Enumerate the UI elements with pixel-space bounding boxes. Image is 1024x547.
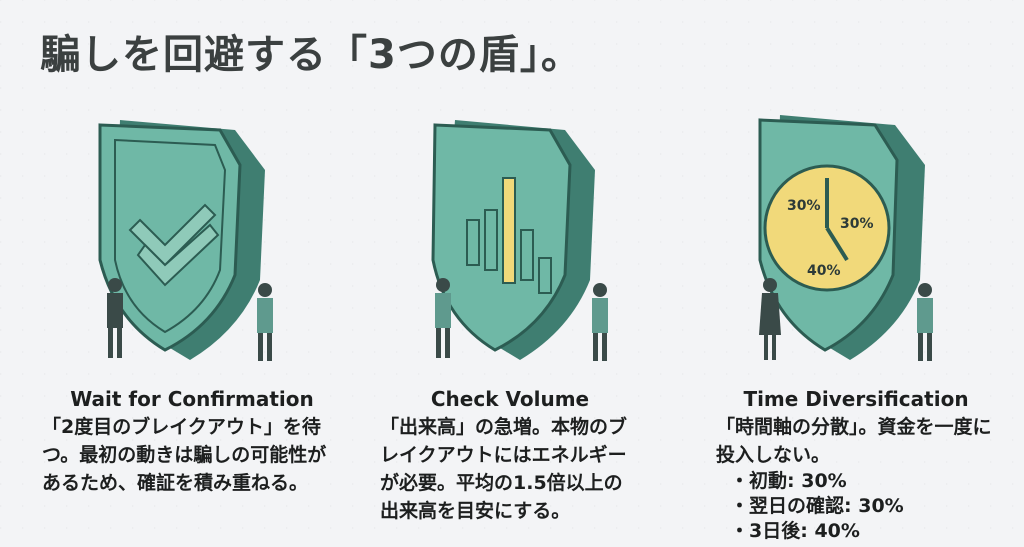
clock-label: 40% <box>807 263 841 279</box>
card-wait-for-confirmation: Wait for Confirmation 「2度目のブレイクアウト」を待つ。最… <box>42 385 342 497</box>
card-body: 「2度目のブレイクアウト」を待つ。最初の動きは騙しの可能性があるため、確証を積み… <box>42 416 327 494</box>
list-item: 翌日の確認: 30% <box>730 494 996 519</box>
card-body: 「出来高」の急増。本物のブレイクアウトにはエネルギーが必要。平均の1.5倍以上の… <box>380 416 628 522</box>
allocation-list: 初動: 30% 翌日の確認: 30% 3日後: 40% <box>716 469 996 544</box>
card-heading: Check Volume <box>430 387 590 411</box>
volume-bars-shield-icon <box>431 120 608 361</box>
card-heading: Wait for Confirmation <box>70 387 314 411</box>
clock-label: 30% <box>840 216 874 232</box>
list-item: 初動: 30% <box>730 469 996 494</box>
card-heading: Time Diversification <box>743 387 969 411</box>
checkmark-shield-icon <box>98 120 273 361</box>
page-title: 騙しを回避する「3つの盾」。 <box>40 32 582 78</box>
list-item: 3日後: 40% <box>730 519 996 544</box>
clock-label: 30% <box>787 198 821 214</box>
clock-shield-icon: 30% 30% 40% <box>758 115 933 361</box>
card-time-diversification: Time Diversification 「時間軸の分散」。資金を一度に投入しな… <box>716 385 996 544</box>
card-check-volume: Check Volume 「出来高」の急増。本物のブレイクアウトにはエネルギーが… <box>380 385 640 525</box>
card-body: 「時間軸の分散」。資金を一度に投入しない。 <box>716 416 992 466</box>
